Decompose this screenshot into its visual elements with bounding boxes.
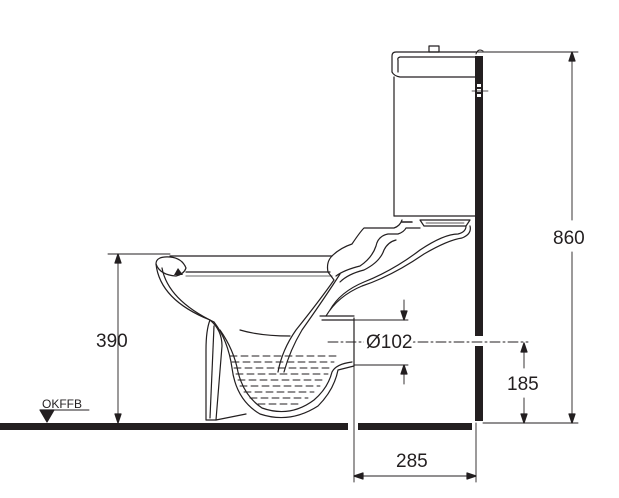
wall bbox=[471, 49, 489, 421]
outlet-diameter-value: Ø102 bbox=[366, 332, 412, 353]
dimension-diameter-102 bbox=[353, 299, 409, 385]
dimension-390 bbox=[107, 253, 171, 424]
outlet-to-wall-value: 285 bbox=[396, 451, 428, 472]
floor bbox=[0, 423, 472, 430]
total-height-value: 860 bbox=[553, 228, 585, 249]
floor-level-label: OKFFB bbox=[42, 397, 82, 411]
dimension-860 bbox=[475, 51, 579, 424]
dimension-185 bbox=[520, 342, 528, 424]
seat-height-value: 390 bbox=[96, 331, 128, 352]
dimension-285 bbox=[353, 365, 477, 483]
cistern bbox=[391, 45, 477, 227]
outlet-height-value: 185 bbox=[507, 374, 539, 395]
floor-level-marker bbox=[39, 409, 90, 423]
bowl bbox=[155, 219, 471, 421]
